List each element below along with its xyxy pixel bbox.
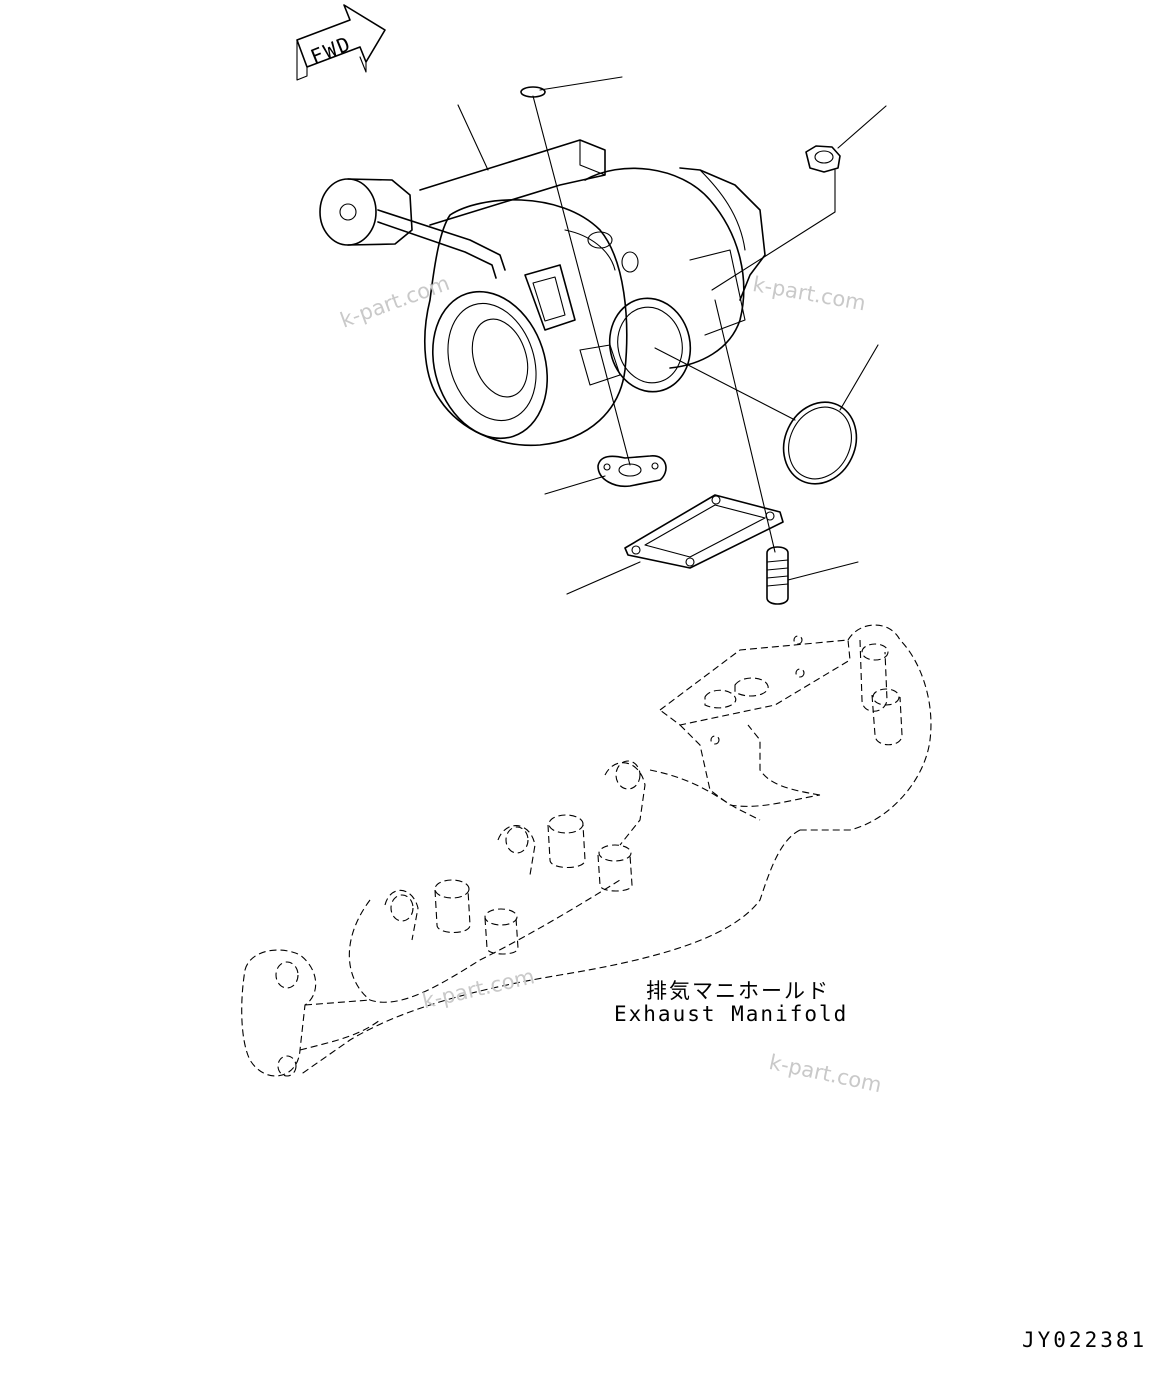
hex-nut-icon (805, 145, 841, 173)
o-ring-icon (520, 86, 546, 98)
gasket-icon (597, 455, 667, 488)
caption-japanese: 排気マニホールド (646, 979, 830, 1003)
gasket-icon (624, 494, 784, 569)
caption-english: Exhaust Manifold (614, 1002, 849, 1026)
o-ring-icon (782, 401, 858, 485)
manifold-icon (241, 624, 932, 1077)
forward-arrow-icon (296, 4, 386, 81)
turbocharger-icon (319, 139, 766, 447)
figure-code: JY022381 (1022, 1328, 1148, 1352)
leader-lines (457, 76, 887, 595)
stud-bolt-icon (766, 546, 789, 605)
